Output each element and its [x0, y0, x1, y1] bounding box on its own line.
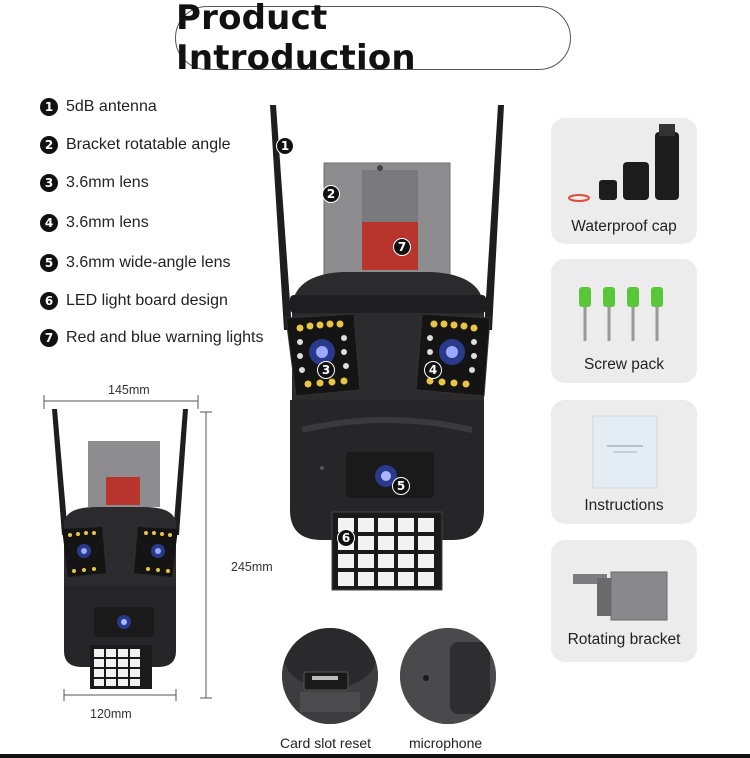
- waterproof-cap-image: [568, 124, 679, 202]
- feature-text: LED light board design: [66, 292, 228, 309]
- callout-2: 2: [322, 185, 340, 203]
- feature-item: 5 3.6mm wide-angle lens: [40, 254, 231, 272]
- callout-3: 3: [317, 361, 335, 379]
- feature-item: 4 3.6mm lens: [40, 214, 149, 232]
- bottom-dimension-label: 120mm: [90, 707, 132, 721]
- detail-caption: Card slot reset: [280, 735, 372, 751]
- page-title: Product Introduction: [176, 0, 416, 78]
- antenna-left: [270, 105, 292, 330]
- screw-pack-image: [579, 287, 663, 341]
- microphone-detail-image: [400, 628, 496, 724]
- feature-text: Red and blue warning lights: [66, 329, 264, 346]
- feature-text: 3.6mm lens: [66, 174, 149, 191]
- instructions-image: [592, 415, 658, 489]
- accessory-label: Waterproof cap: [571, 218, 677, 235]
- dimension-camera-illustration: [43, 395, 199, 701]
- feature-number-badge: 5: [40, 254, 58, 272]
- callout-4: 4: [424, 361, 442, 379]
- accessory-label: Rotating bracket: [567, 631, 681, 648]
- led-light-board: [331, 511, 443, 591]
- feature-text: 3.6mm lens: [66, 214, 149, 231]
- accessory-card-rotating-bracket: Rotating bracket: [551, 540, 697, 662]
- main-camera-illustration: [270, 105, 504, 591]
- feature-number-badge: 1: [40, 98, 58, 116]
- rotating-bracket-image: [573, 571, 668, 621]
- accessory-card-screw-pack: Screw pack: [551, 259, 697, 383]
- feature-item: 7 Red and blue warning lights: [40, 329, 263, 347]
- feature-item: 3 3.6mm lens: [40, 174, 149, 192]
- callout-6: 6: [337, 529, 355, 547]
- microphone-illustration: [400, 628, 496, 724]
- lens-module-left: [285, 313, 361, 397]
- callout-5: 5: [392, 477, 410, 495]
- height-dimension-line: [200, 411, 212, 699]
- feature-number-badge: 6: [40, 292, 58, 310]
- feature-number-badge: 3: [40, 174, 58, 192]
- lens-module-right: [415, 313, 491, 397]
- feature-number-badge: 4: [40, 214, 58, 232]
- feature-text: Bracket rotatable angle: [66, 136, 231, 153]
- accessory-card-instructions: Instructions: [551, 400, 697, 524]
- width-dimension-label: 145mm: [108, 383, 150, 397]
- feature-number-badge: 2: [40, 136, 58, 154]
- feature-text: 5dB antenna: [66, 98, 157, 115]
- card-slot-illustration: [282, 628, 378, 724]
- accessory-label: Instructions: [584, 497, 664, 514]
- accessory-label: Screw pack: [583, 356, 665, 373]
- callout-1: 1: [276, 137, 294, 155]
- feature-item: 2 Bracket rotatable angle: [40, 136, 231, 154]
- feature-text: 3.6mm wide-angle lens: [66, 254, 231, 271]
- feature-item: 1 5dB antenna: [40, 98, 157, 116]
- feature-number-badge: 7: [40, 329, 58, 347]
- height-dimension-label: 245mm: [231, 560, 273, 574]
- antenna-right: [484, 105, 504, 330]
- card-slot-detail-image: [282, 628, 378, 724]
- callout-7: 7: [393, 238, 411, 256]
- feature-item: 6 LED light board design: [40, 292, 228, 310]
- detail-caption: microphone: [409, 735, 483, 751]
- accessory-card-waterproof-cap: Waterproof cap: [551, 118, 697, 244]
- bottom-border: [0, 754, 750, 758]
- title-pill: Product Introduction: [175, 0, 571, 78]
